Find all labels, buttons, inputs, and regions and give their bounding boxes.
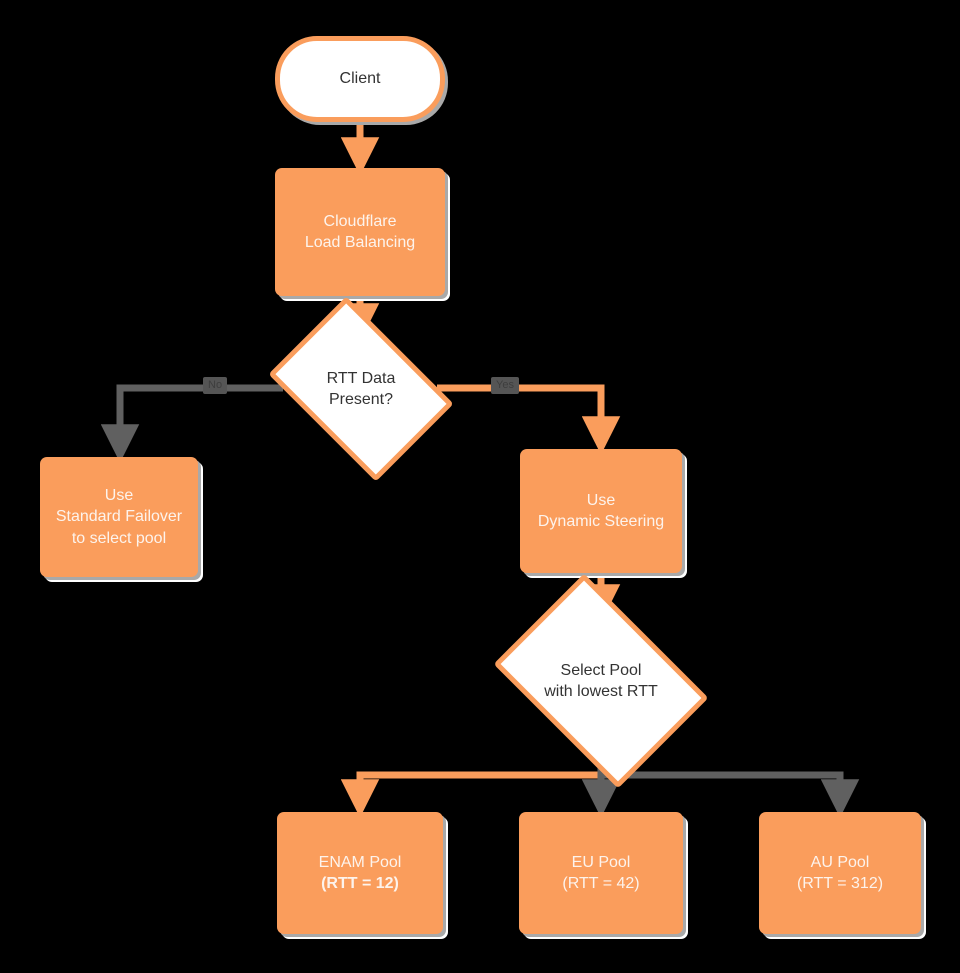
edge-label-no: No <box>203 377 228 394</box>
edge-label-no-text: No <box>208 379 223 391</box>
node-eu-pool-name: EU Pool <box>571 853 631 871</box>
node-select-pool-label: Select Pool with lowest RTT <box>544 661 658 700</box>
node-client[interactable]: Client <box>275 36 445 122</box>
node-au-pool-rtt: (RTT = 312) <box>796 875 884 892</box>
node-standard-failover[interactable]: Use Standard Failover to select pool <box>40 457 198 577</box>
node-standard-failover-label: Use Standard Failover to select pool <box>55 487 183 547</box>
edge-label-yes-text: Yes <box>496 379 514 391</box>
node-enam-pool[interactable]: ENAM Pool (RTT = 12) <box>277 812 443 934</box>
node-enam-pool-name: ENAM Pool <box>318 853 402 871</box>
edge-select-pool-to-enam-pool <box>340 745 605 818</box>
node-eu-pool[interactable]: EU Pool (RTT = 42) <box>519 812 683 934</box>
node-dynamic-steering[interactable]: Use Dynamic Steering <box>520 449 682 573</box>
node-rtt-decision[interactable]: RTT Data Present? <box>268 296 454 482</box>
node-load-balancing-label: Cloudflare Load Balancing <box>304 212 416 251</box>
node-eu-pool-rtt: (RTT = 42) <box>562 875 640 892</box>
node-au-pool-name: AU Pool <box>810 853 870 871</box>
edge-label-yes: Yes <box>491 377 519 394</box>
node-rtt-decision-label: RTT Data Present? <box>326 369 396 408</box>
edge-rtt-decision-to-standard-failover <box>100 384 283 463</box>
edge-select-pool-to-au-pool <box>601 771 860 818</box>
edge-rtt-decision-to-dynamic-steering <box>437 384 621 455</box>
node-au-pool[interactable]: AU Pool (RTT = 312) <box>759 812 921 934</box>
node-client-label: Client <box>339 70 381 88</box>
node-dynamic-steering-label: Use Dynamic Steering <box>537 491 665 530</box>
node-load-balancing[interactable]: Cloudflare Load Balancing <box>275 168 445 296</box>
node-enam-pool-rtt: (RTT = 12) <box>321 875 399 892</box>
node-select-pool[interactable]: Select Pool with lowest RTT <box>493 573 709 789</box>
